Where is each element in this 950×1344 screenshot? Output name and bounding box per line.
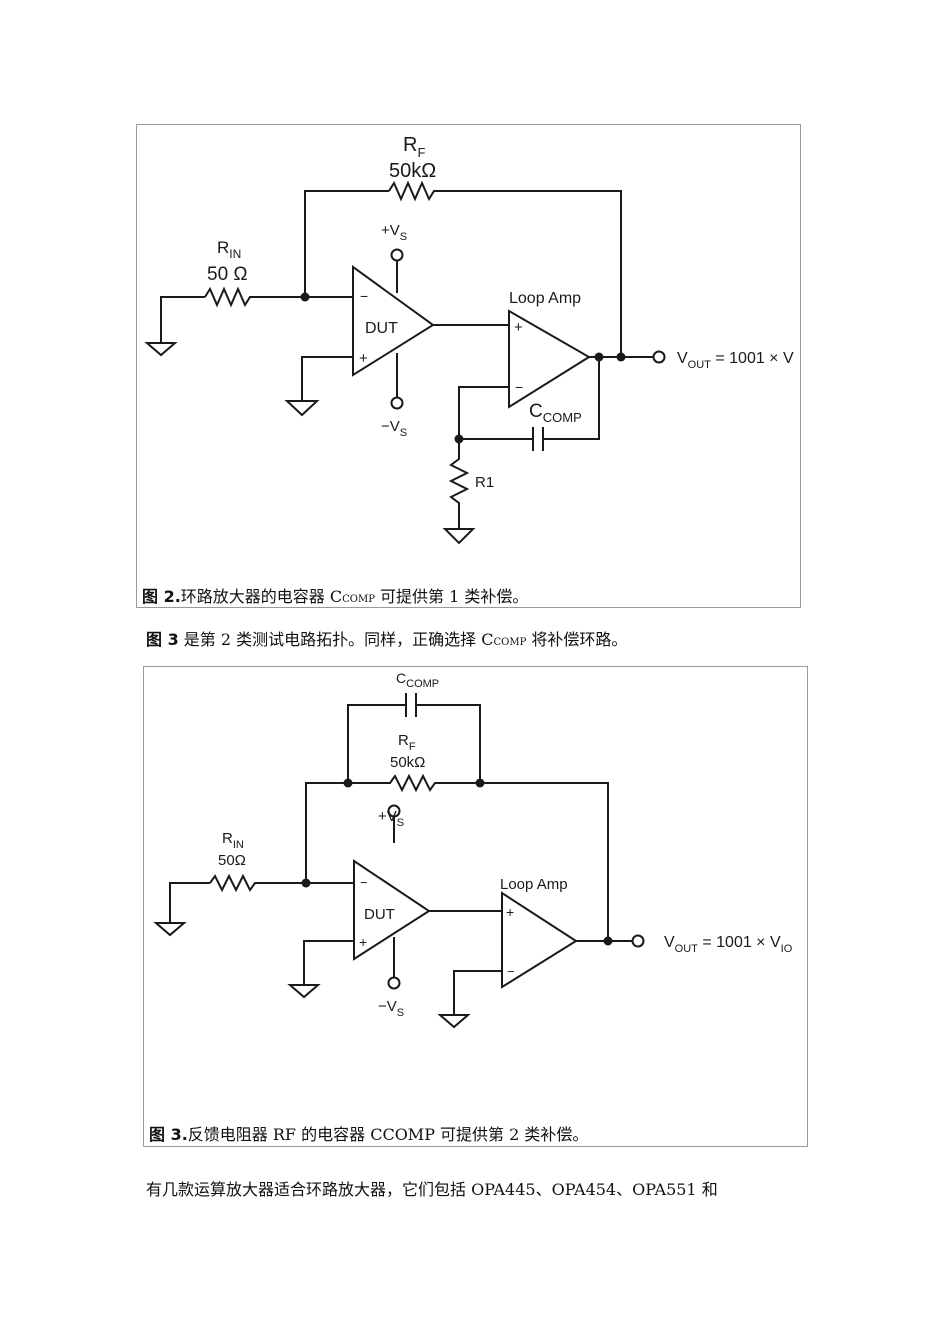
- dut-minus: −: [360, 288, 368, 304]
- vout-label: VOUT = 1001 × VIO: [664, 934, 793, 955]
- loop-amp-plus: +: [506, 904, 514, 920]
- vs-pos-label: +VS: [381, 222, 407, 243]
- loop-amp-plus: +: [514, 319, 523, 336]
- rf-label: RF: [403, 134, 425, 160]
- dut-minus: −: [360, 875, 368, 890]
- rin-value: 50 Ω: [207, 264, 248, 285]
- vs-neg-label: −VS: [381, 418, 407, 439]
- figure-2-schematic: RF 50kΩ RIN 50 Ω +VS −VS DUT − + Loop Am…: [144, 134, 794, 545]
- rin-value: 50Ω: [218, 852, 246, 869]
- loop-amp-label: Loop Amp: [509, 290, 581, 307]
- paragraph-figure3-intro: 图 3 是第 2 类测试电路拓扑。同样，正确选择 CCOMP 将补偿环路。: [146, 630, 628, 649]
- figure-3-schematic: CCOMP RF 50kΩ RIN 50Ω +VS −VS DUT − + Lo…: [153, 670, 793, 1029]
- figure-3: CCOMP RF 50kΩ RIN 50Ω +VS −VS DUT − + Lo…: [143, 666, 808, 1147]
- r1-label: R1: [475, 474, 494, 491]
- vs-pos-label: +VS: [378, 808, 404, 829]
- caption-number: 图 2.: [142, 587, 181, 606]
- caption-number: 图 3.: [149, 1125, 188, 1144]
- loop-amp-minus: −: [507, 964, 515, 979]
- dut-plus: +: [359, 350, 368, 367]
- ccomp-label: CCOMP: [529, 401, 582, 425]
- vout-label: VOUT = 1001 × V: [677, 350, 794, 371]
- loop-amp-minus: −: [515, 379, 523, 395]
- rin-label: RIN: [217, 238, 241, 261]
- paragraph-loop-amp-options: 有几款运算放大器适合环路放大器，它们包括 OPA445、OPA454、OPA55…: [146, 1180, 718, 1199]
- rf-value: 50kΩ: [390, 754, 425, 771]
- rf-value: 50kΩ: [389, 160, 436, 182]
- figure-3-caption: 图 3.反馈电阻器 RF 的电容器 CCOMP 可提供第 2 类补偿。: [149, 1125, 589, 1144]
- loop-amp-label: Loop Amp: [500, 876, 568, 893]
- figure-2-caption: 图 2.环路放大器的电容器 CCOMP 可提供第 1 类补偿。: [142, 587, 529, 606]
- dut-plus: +: [359, 934, 367, 950]
- dut-label: DUT: [364, 906, 395, 923]
- rf-label: RF: [398, 732, 416, 753]
- vs-neg-label: −VS: [378, 998, 404, 1019]
- dut-label: DUT: [365, 320, 398, 337]
- rin-label: RIN: [222, 830, 244, 851]
- ccomp-label: CCOMP: [396, 670, 439, 690]
- figure-2: RF 50kΩ RIN 50 Ω +VS −VS DUT − + Loop Am…: [136, 124, 801, 608]
